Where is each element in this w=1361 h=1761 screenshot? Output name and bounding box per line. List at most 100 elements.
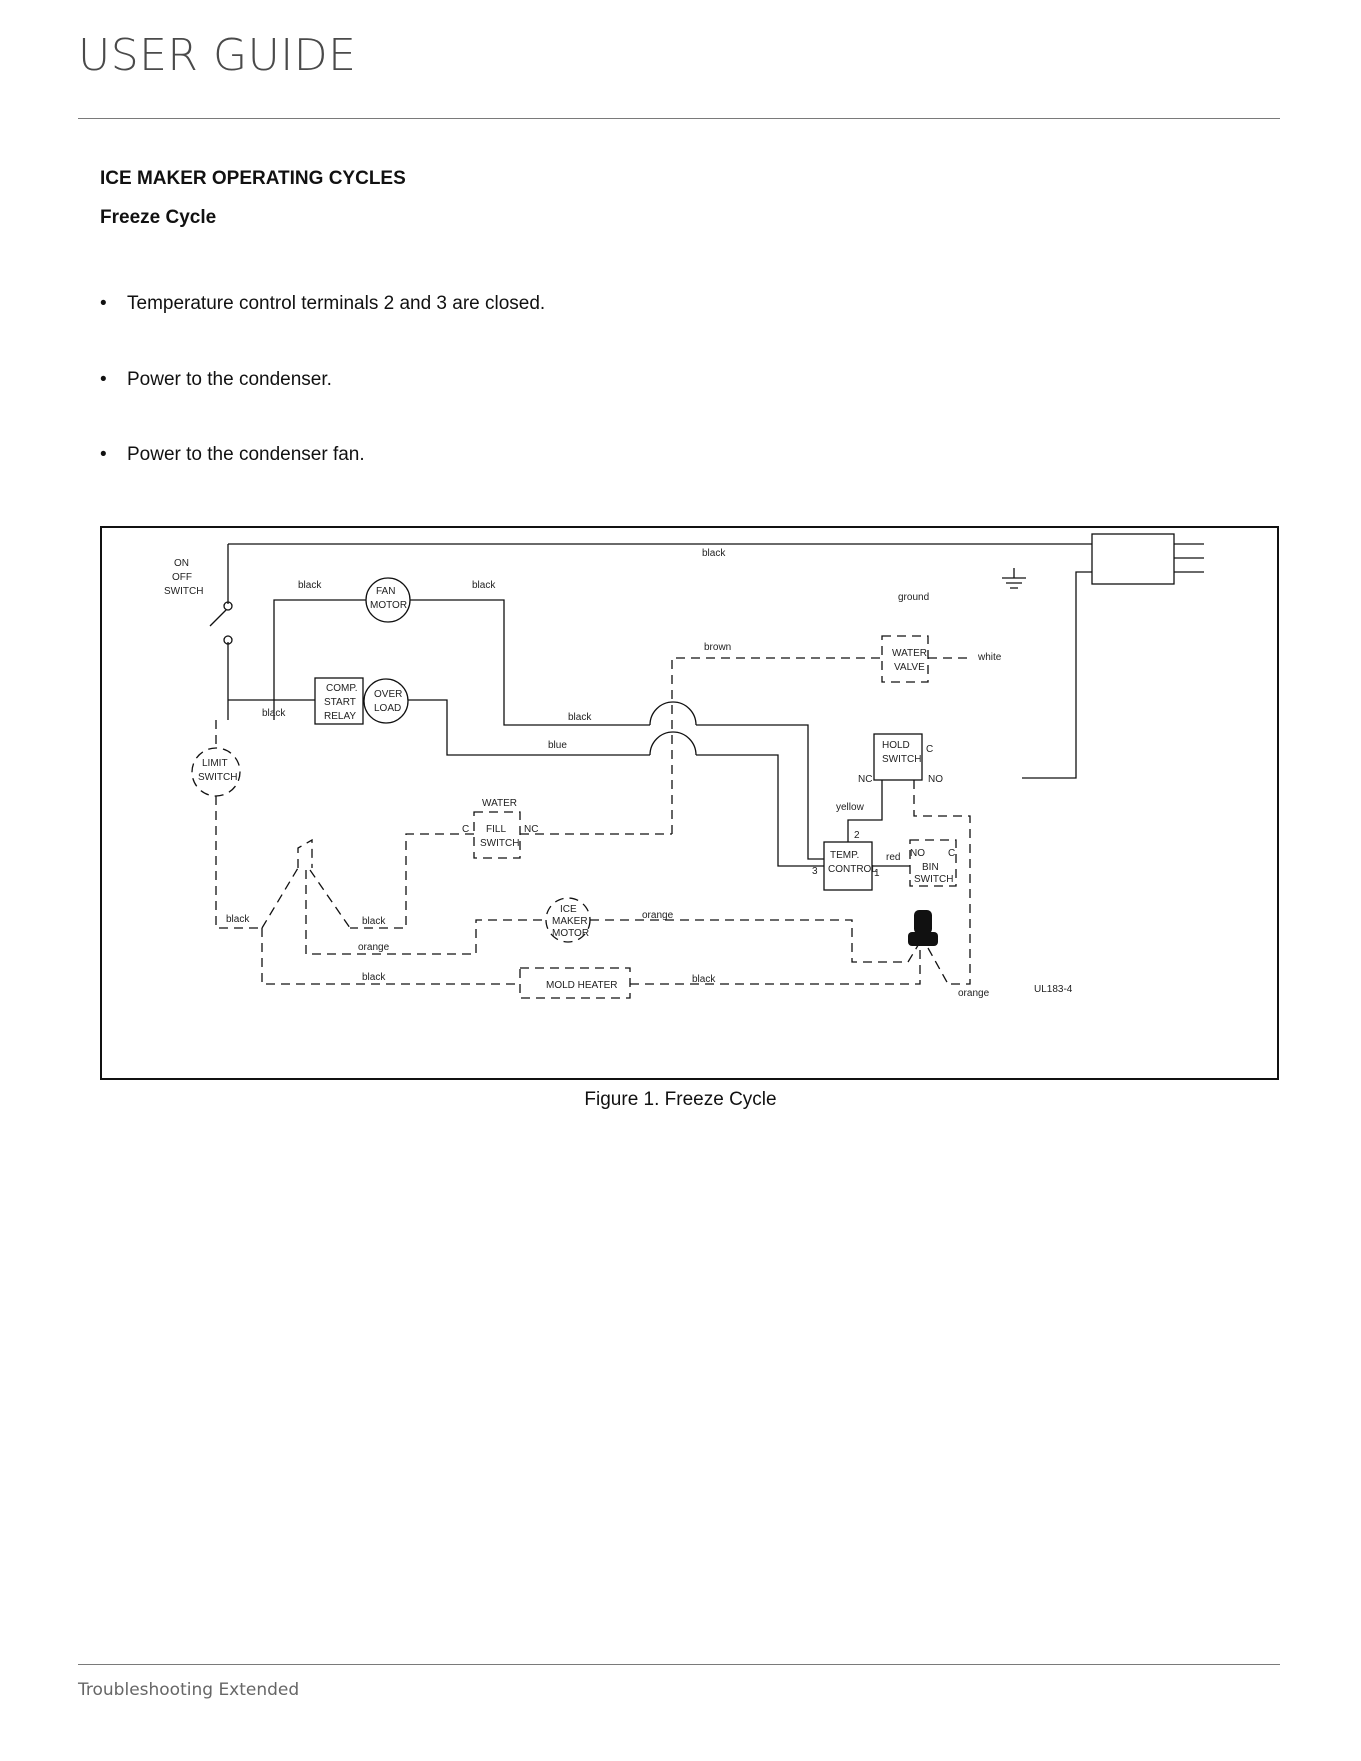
label-on: ON	[174, 558, 189, 569]
label-orange: orange	[958, 988, 990, 999]
label-relay: RELAY	[324, 711, 356, 722]
label-black: black	[702, 548, 726, 559]
footer-text: Troubleshooting Extended	[78, 1680, 300, 1700]
label-valve: VALVE	[894, 662, 925, 673]
label-ground: ground	[898, 592, 929, 603]
label-bin: BIN	[922, 862, 939, 873]
switch-terminal	[223, 635, 233, 645]
wire-orange-right	[590, 919, 921, 963]
plug-box	[1091, 533, 1175, 585]
label-load: LOAD	[374, 703, 401, 714]
label-limit: LIMIT	[202, 758, 228, 769]
wire-white	[1022, 571, 1092, 779]
bullet-text: Temperature control terminals 2 and 3 ar…	[127, 293, 546, 314]
wire-left-connector	[309, 869, 351, 929]
section-title: ICE MAKER OPERATING CYCLES	[100, 168, 406, 189]
footer-divider	[78, 1664, 1280, 1665]
label-terminal-2: 2	[854, 830, 860, 841]
water-valve	[881, 635, 929, 683]
figure-caption: Figure 1. Freeze Cycle	[584, 1089, 777, 1110]
label-black: black	[362, 972, 386, 983]
ground-symbol	[1002, 568, 1026, 589]
wire-fan-right-black	[410, 599, 650, 726]
label-motor: MOTOR	[370, 600, 407, 611]
wiring-diagram-figure: ON OFF SWITCH black black black FAN MOTO…	[100, 526, 1279, 1080]
wire-orange-left	[261, 867, 548, 955]
label-mold-heater: MOLD HEATER	[546, 980, 618, 991]
label-water: WATER	[482, 798, 517, 809]
label-water: WATER	[892, 648, 927, 659]
label-start: START	[324, 697, 356, 708]
label-switch: SWITCH	[164, 586, 203, 597]
label-black: black	[362, 916, 386, 927]
wire-crossover	[649, 731, 697, 756]
label-red: red	[886, 852, 900, 863]
mold-heater	[519, 967, 631, 999]
bullet-item: • Temperature control terminals 2 and 3 a…	[100, 293, 545, 315]
label-fill: FILL	[486, 824, 506, 835]
label-nc: NC	[858, 774, 872, 785]
wire-crossover	[649, 701, 697, 726]
switch-terminal	[223, 601, 233, 611]
label-orange: orange	[358, 942, 390, 953]
label-no: NO	[910, 848, 925, 859]
left-connector	[297, 838, 313, 868]
figure-code: UL183-4	[1034, 984, 1073, 995]
bullet-dot: •	[100, 293, 107, 314]
comp-start-relay	[314, 677, 364, 725]
overload	[363, 678, 409, 724]
label-switch: SWITCH	[882, 754, 921, 765]
bullet-dot: •	[100, 369, 107, 390]
label-black: black	[692, 974, 716, 985]
wire-fan-left-black	[273, 599, 366, 720]
label-black: black	[472, 580, 496, 591]
label-off: OFF	[172, 572, 192, 583]
label-c: C	[462, 824, 469, 835]
wire-hold-no	[913, 780, 971, 985]
label-terminal-1: 1	[874, 868, 880, 879]
label-terminal-3: 3	[812, 866, 818, 877]
label-orange: orange	[642, 910, 674, 921]
wire-right-connector	[927, 947, 949, 985]
label-temp: TEMP.	[830, 850, 859, 861]
plug-prongs	[1174, 543, 1204, 573]
water-fill-switch	[473, 811, 521, 859]
label-maker: MAKER	[552, 916, 588, 927]
label-brown: brown	[704, 642, 731, 653]
label-over: OVER	[374, 689, 402, 700]
label-black: black	[262, 708, 286, 719]
wire-blue	[408, 699, 650, 756]
label-fan: FAN	[376, 586, 395, 597]
bullet-item: • Power to the condenser fan.	[100, 444, 365, 466]
label-hold: HOLD	[882, 740, 910, 751]
label-switch: SWITCH	[480, 838, 519, 849]
wire-black-to-control	[696, 724, 824, 860]
right-thermistor-base	[908, 932, 938, 946]
wire-mold-black	[261, 928, 520, 985]
label-switch: SWITCH	[198, 772, 237, 783]
label-blue: blue	[548, 740, 567, 751]
label-black: black	[226, 914, 250, 925]
wiring-diagram: ON OFF SWITCH black black black FAN MOTO…	[164, 533, 1204, 999]
bullet-text: Power to the condenser.	[127, 369, 332, 390]
bullet-dot: •	[100, 444, 107, 465]
label-c: C	[926, 744, 933, 755]
label-control: CONTROL	[828, 864, 877, 875]
switch-lever	[209, 609, 227, 627]
bullet-item: • Power to the condenser.	[100, 369, 332, 391]
section-subtitle: Freeze Cycle	[100, 207, 217, 228]
wire-yellow	[847, 780, 883, 842]
label-c: C	[948, 848, 955, 859]
bullet-text: Power to the condenser fan.	[127, 444, 365, 465]
label-black: black	[298, 580, 322, 591]
label-ice: ICE	[560, 904, 577, 915]
right-thermistor-icon	[914, 910, 932, 934]
hold-switch	[873, 733, 923, 781]
label-white: white	[977, 652, 1002, 663]
label-black: black	[568, 712, 592, 723]
page-title: USER GUIDE	[78, 30, 357, 81]
label-comp: COMP.	[326, 683, 358, 694]
bin-switch	[909, 839, 957, 887]
wire-mold-right-black	[630, 948, 921, 985]
wire-limit-bottom	[215, 796, 262, 929]
